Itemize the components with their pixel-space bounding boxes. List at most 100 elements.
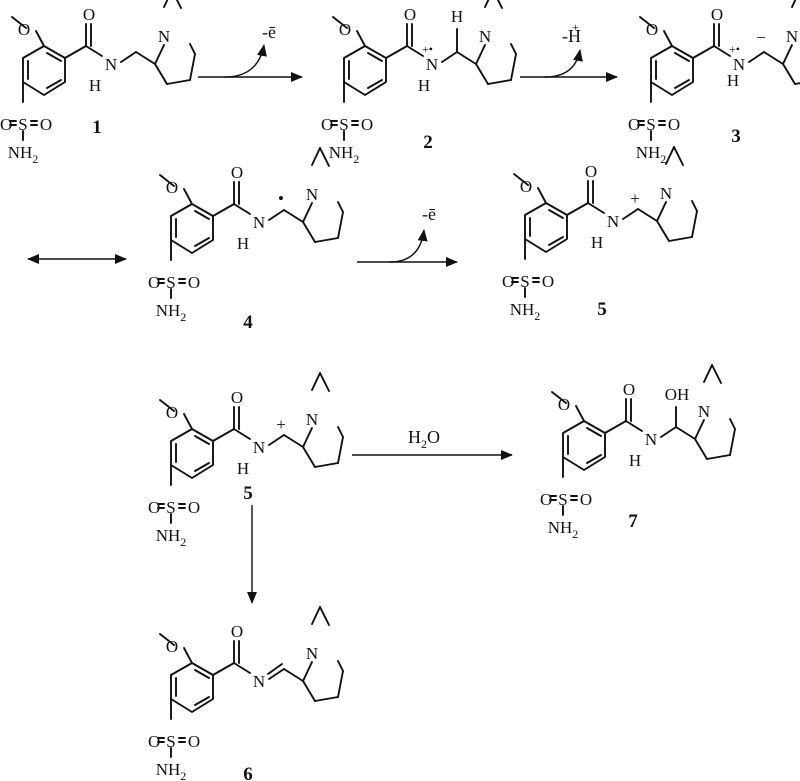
methoxy-oxygen: O [520, 177, 532, 196]
carbonyl-oxygen: O [404, 5, 416, 24]
sulfur: S [558, 490, 567, 509]
compound-label: 2 [423, 132, 433, 153]
methoxy-oxygen: O [558, 395, 570, 414]
sulfonyl-oxygen: O [40, 115, 52, 134]
amine-group: NH2 [636, 143, 667, 166]
pyrrolidine-nitrogen: N [306, 410, 318, 429]
methine-hydrogen: H [451, 7, 463, 26]
carbocation-charge: + [276, 415, 286, 434]
amine-group: NH2 [548, 518, 579, 541]
amine-group: NH2 [8, 143, 39, 166]
reagent-proton: -H+ [562, 20, 581, 46]
carbonyl-oxygen: O [623, 380, 635, 399]
amine-group: NH2 [329, 143, 360, 166]
amide-nitrogen: N [426, 55, 438, 74]
carbonyl-oxygen: O [585, 162, 597, 181]
sulfur: S [166, 732, 175, 751]
compound-5: O O N H + N O S O NH2 5 [502, 146, 698, 323]
amide-hydrogen: H [418, 76, 430, 95]
sulfonyl-oxygen: O [540, 490, 552, 509]
radical-cation: +• [729, 42, 740, 56]
carbonyl-oxygen: O [231, 163, 243, 182]
sulfonyl-oxygen: O [148, 498, 160, 517]
sulfur: S [166, 273, 175, 292]
step-1-to-2: -ē [198, 22, 303, 82]
sulfonyl-oxygen: O [148, 732, 160, 751]
amine-group: NH2 [156, 526, 187, 549]
compound-label: 3 [731, 126, 741, 147]
compound-1: O O N H N O S O NH2 1 [0, 0, 196, 166]
amide-nitrogen: N [733, 55, 745, 74]
compound-3: O O N +• H − N O S O NH2 3 [628, 0, 800, 166]
reagent-electron: -ē [262, 22, 276, 42]
compound-6: O O N N O S O NH2 6 [148, 606, 344, 781]
sulfur: S [646, 115, 655, 134]
compound-5-reactant: O O N H + N O S O NH2 5 [148, 372, 344, 549]
amide-nitrogen: N [253, 213, 265, 232]
pyrrolidine-nitrogen: N [479, 27, 491, 46]
amide-hydrogen: H [727, 71, 739, 90]
compound-7: O O N H OH N O S O NH2 7 [540, 364, 736, 541]
compound-label: 5 [243, 483, 253, 504]
carbanion-charge: − [756, 28, 766, 47]
reagent-water: H2O [408, 427, 440, 451]
step-4-to-5: -ē [357, 204, 458, 267]
sulfonyl-oxygen: O [542, 272, 554, 291]
hydroxyl-group: OH [665, 385, 690, 404]
step-5-to-7: H2O [352, 427, 513, 460]
sulfonyl-oxygen: O [502, 272, 514, 291]
imine-nitrogen: N [253, 672, 265, 691]
methoxy-oxygen: O [166, 403, 178, 422]
methoxy-oxygen: O [18, 20, 30, 39]
amide-nitrogen: N [105, 55, 117, 74]
amide-hydrogen: H [591, 233, 603, 252]
compound-label: 6 [243, 764, 253, 781]
amide-hydrogen: H [89, 76, 101, 95]
amide-hydrogen: H [237, 459, 249, 478]
radical-cation: +• [422, 42, 433, 56]
sulfur: S [339, 115, 348, 134]
sulfur: S [520, 272, 529, 291]
sulfonyl-oxygen: O [321, 115, 333, 134]
compound-label: 4 [243, 312, 253, 333]
carbonyl-oxygen: O [231, 622, 243, 641]
amide-hydrogen: H [237, 234, 249, 253]
sulfonyl-oxygen: O [188, 498, 200, 517]
sulfonyl-oxygen: O [668, 115, 680, 134]
step-2-to-3: -H+ [520, 20, 618, 82]
carbonyl-oxygen: O [83, 5, 95, 24]
compound-label: 7 [628, 511, 638, 532]
amide-nitrogen: N [253, 438, 265, 457]
pyrrolidine-nitrogen: N [306, 185, 318, 204]
carbon-radical: • [278, 189, 284, 208]
amine-group: NH2 [156, 301, 187, 324]
compound-4: O O N H • N O S O NH2 4 [148, 147, 344, 333]
compound-label: 5 [597, 299, 607, 320]
sulfonyl-oxygen: O [628, 115, 640, 134]
methoxy-oxygen: O [339, 20, 351, 39]
sulfonyl-oxygen: O [361, 115, 373, 134]
sulfonyl-oxygen: O [0, 115, 12, 134]
reagent-electron: -ē [422, 204, 436, 224]
compound-2: O O N +• H H N O S O NH2 2 [321, 0, 517, 166]
sulfur: S [18, 115, 27, 134]
compound-label: 1 [92, 117, 102, 138]
sulfonyl-oxygen: O [188, 732, 200, 751]
sulfur: S [166, 498, 175, 517]
carbonyl-oxygen: O [711, 5, 723, 24]
pyrrolidine-nitrogen: N [306, 644, 318, 663]
pyrrolidine-nitrogen: N [158, 27, 170, 46]
pyrrolidine-nitrogen: N [660, 184, 672, 203]
sulfonyl-oxygen: O [580, 490, 592, 509]
amide-nitrogen: N [645, 430, 657, 449]
methoxy-oxygen: O [646, 20, 658, 39]
amine-group: NH2 [156, 760, 187, 781]
amide-hydrogen: H [629, 451, 641, 470]
sulfonyl-oxygen: O [148, 273, 160, 292]
amide-nitrogen: N [607, 212, 619, 231]
methoxy-oxygen: O [166, 178, 178, 197]
methoxy-oxygen: O [166, 637, 178, 656]
sulfonyl-oxygen: O [188, 273, 200, 292]
pyrrolidine-nitrogen: N [786, 27, 798, 46]
